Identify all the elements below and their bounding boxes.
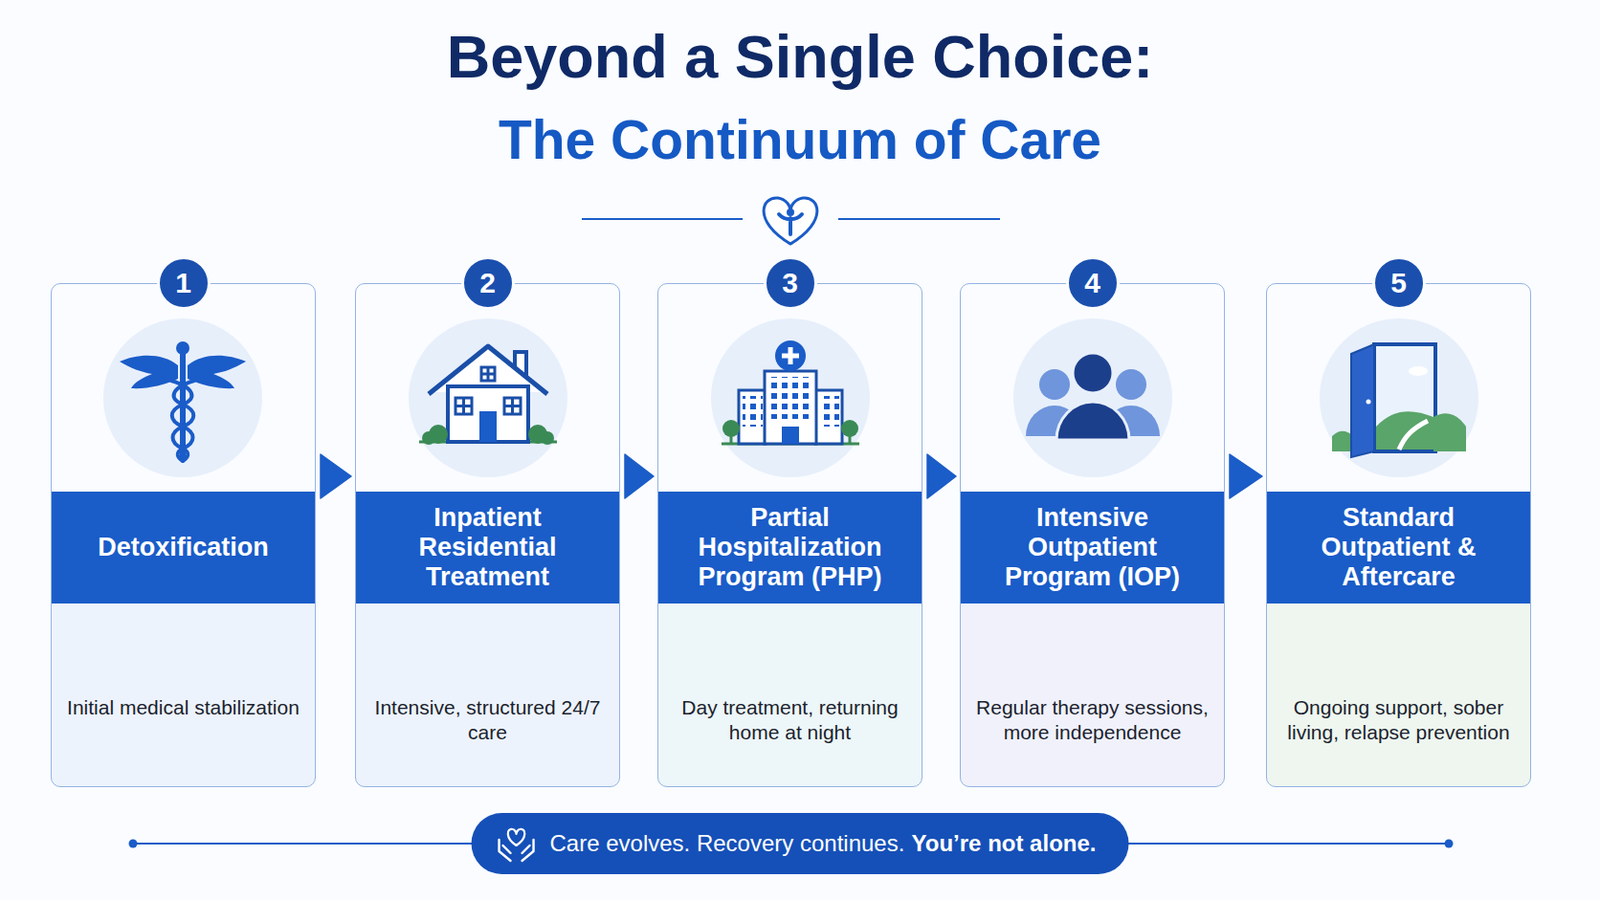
title-divider: [581, 198, 1000, 245]
title-divider-part-part: [786, 208, 795, 217]
stage-card: Inpatient Residential TreatmentIntensive…: [355, 283, 621, 788]
title-divider-part-part: [778, 214, 802, 235]
hands-heart-icon-part: [499, 840, 534, 862]
stage-heading: Standard Outpatient & Aftercare: [1266, 491, 1531, 604]
step-number: 1: [156, 256, 211, 311]
title: Beyond a Single Choice:: [0, 26, 1600, 88]
step-number: 5: [1372, 256, 1426, 311]
step-number: 4: [1066, 256, 1120, 311]
hands-heart-icon-part: [508, 829, 526, 846]
title-divider-part: [763, 198, 818, 245]
stage-card: DetoxificationInitial medical stabilizat…: [50, 283, 316, 788]
banner-emphasis: You’re not alone.: [911, 830, 1097, 858]
stage-card: Intensive Outpatient Program (IOP) Regula…: [959, 283, 1225, 788]
step-number: 3: [763, 256, 818, 311]
bottom-rule-part: [129, 840, 138, 849]
stage-description: Regular therapy sessions, more independe…: [974, 695, 1211, 747]
stage-card: Partial Hospitalization Program (PHP) Day…: [657, 283, 923, 788]
stage-heading: Partial Hospitalization Program (PHP): [658, 491, 922, 604]
stage-description: Initial medical stabilization: [65, 695, 302, 721]
stage-description: Intensive, structured 24/7 care: [369, 695, 606, 747]
flow-arrow: [927, 454, 956, 499]
flow-arrow: [320, 454, 352, 499]
banner-pill: Care evolves. Recovery continues.You’re …: [471, 813, 1130, 875]
stage-heading: Intensive Outpatient Program (IOP): [960, 491, 1224, 604]
title-divider-part: [581, 218, 743, 221]
hands-heart-icon: [496, 823, 537, 865]
stage-heading: Detoxification: [51, 491, 315, 604]
stage-heading: Inpatient Residential Treatment: [355, 491, 620, 604]
flow-arrow: [624, 454, 654, 499]
caption: Care evolves. Recovery continues.: [550, 830, 906, 858]
stage-description: Day treatment, returning home at night: [671, 695, 909, 747]
stage-card: Standard Outpatient & AftercareOngoing s…: [1266, 283, 1532, 788]
stage-description: Ongoing support, sober living, relapse p…: [1280, 695, 1517, 747]
title-divider-part-part: [763, 198, 818, 245]
step-number: 2: [461, 256, 515, 311]
subtitle: The Continuum of Care: [0, 112, 1600, 168]
bottom-rule-part: [1444, 840, 1454, 849]
title-divider-part: [838, 218, 1000, 221]
flow-arrow: [1229, 454, 1263, 499]
